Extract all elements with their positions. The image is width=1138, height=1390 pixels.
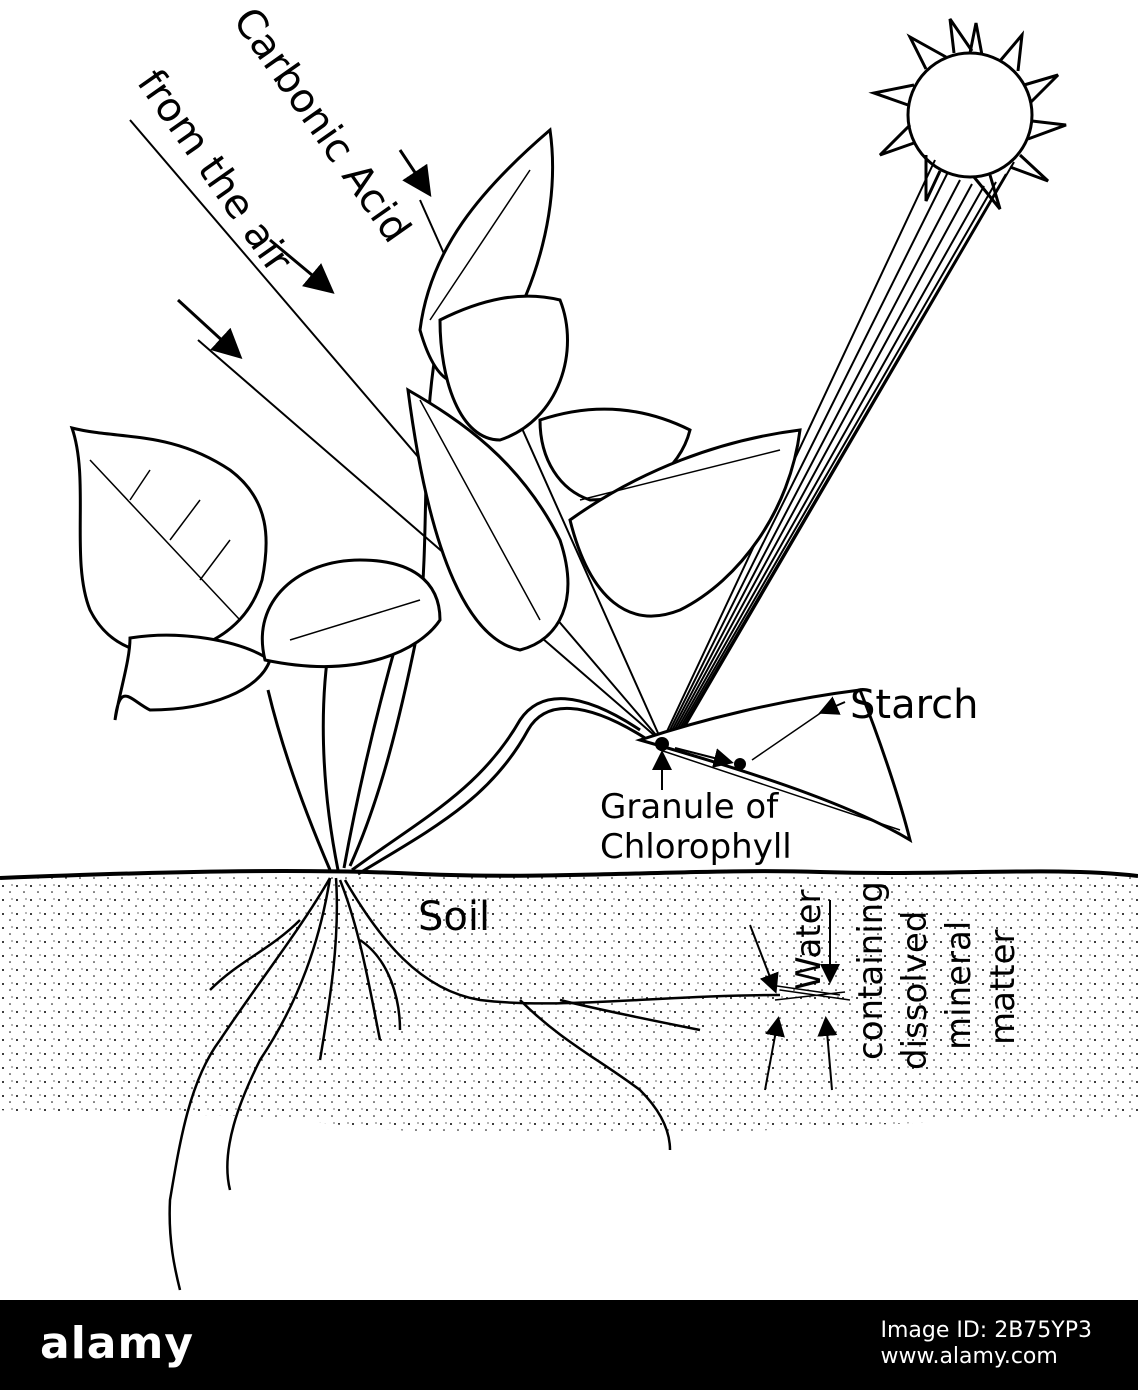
sun	[868, 18, 1067, 210]
footer-bar	[0, 1300, 1138, 1390]
diagram-svg: Carbonic Acid from the air Starch Granul…	[0, 0, 1138, 1291]
chlorophyll-granule	[652, 737, 672, 790]
leaf-middle	[260, 558, 442, 668]
label-granule-line1: Granule of	[600, 787, 779, 827]
ground-line	[0, 869, 1138, 880]
label-matter: matter	[983, 929, 1023, 1045]
carbonic-acid-arrows	[176, 149, 432, 360]
image-id-block: Image ID: 2B75YP3 www.alamy.com	[880, 1318, 1092, 1370]
leaf-right-large	[568, 428, 802, 618]
leaf-left-large	[69, 425, 268, 656]
water-arrows	[749, 900, 840, 1091]
alamy-logo: alamy	[40, 1318, 194, 1369]
leaf-bottom-right	[634, 688, 913, 844]
label-dissolved: dissolved	[895, 911, 935, 1070]
image-id-text: Image ID: 2B75YP3	[880, 1318, 1092, 1343]
root-hairs	[769, 984, 851, 1001]
label-mineral: mineral	[939, 921, 979, 1050]
plant-leaves	[69, 127, 913, 844]
label-soil: Soil	[418, 894, 490, 940]
leaf-center	[406, 387, 570, 652]
label-starch: Starch	[850, 682, 979, 728]
leaf-upper-right	[438, 294, 569, 442]
photosynthesis-illustration: Carbonic Acid from the air Starch Granul…	[0, 0, 1138, 1291]
leaf-veins	[89, 169, 901, 831]
label-granule-line2: Chlorophyll	[600, 827, 792, 867]
starch-granule	[674, 696, 846, 770]
leaf-left-lower	[113, 633, 272, 721]
site-url-text: www.alamy.com	[880, 1344, 1058, 1369]
label-water: Water	[789, 889, 829, 990]
label-containing: containing	[851, 881, 891, 1060]
plant-roots	[168, 877, 781, 1291]
sun-rays	[661, 159, 1015, 743]
